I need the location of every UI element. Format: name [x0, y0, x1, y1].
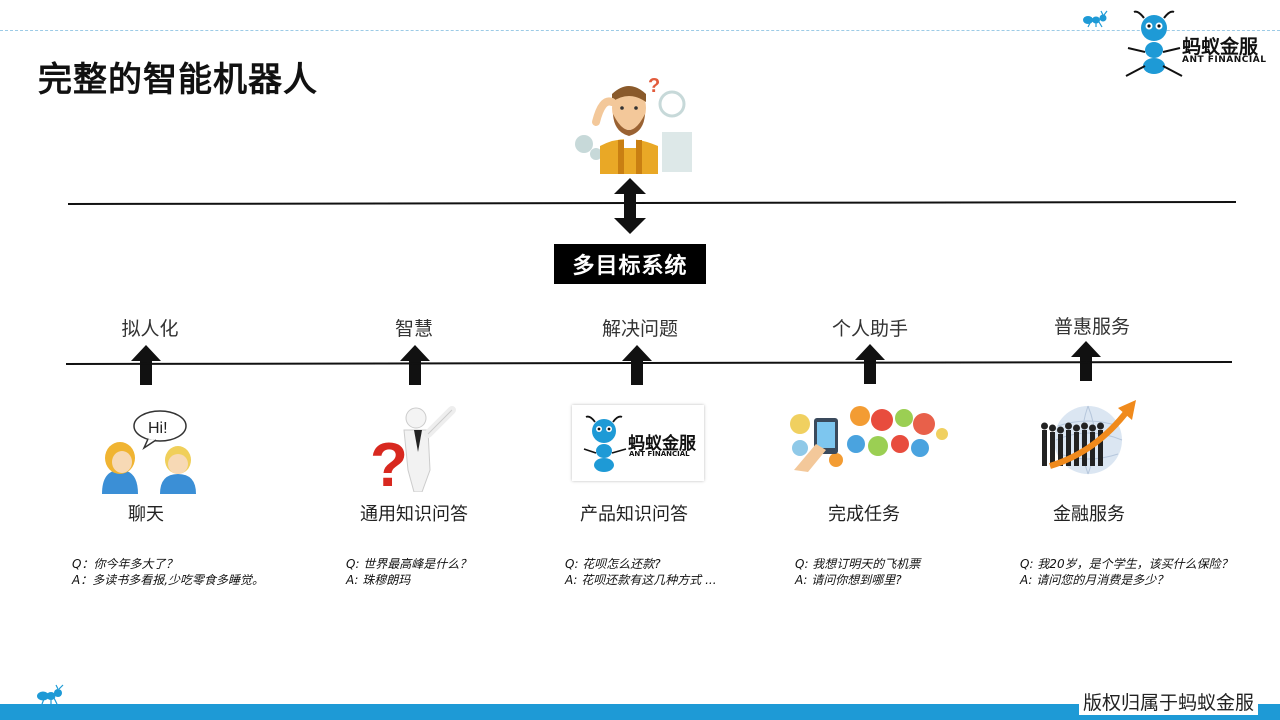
question-figure-icon: ?	[370, 400, 466, 500]
ant-mascot-small-icon	[1082, 10, 1108, 32]
qa-answer: A: 请问你想到哪里?	[795, 573, 902, 587]
copyright-text: 版权归属于蚂蚁金服	[1078, 688, 1258, 715]
capability-label-5: 普惠服务	[1053, 316, 1130, 338]
double-arrow-icon	[612, 178, 648, 238]
logo-en-text: ANT FINANCIAL	[1182, 55, 1267, 65]
task-apps-icon	[786, 404, 948, 476]
qa-question: Q: 世界最高峰是什么？	[346, 557, 472, 571]
qa-answer: A：多读书多看报,少吃零食多睡觉。	[72, 573, 265, 587]
chat-people-icon: Hi!	[98, 408, 202, 498]
hi-bubble-text: Hi!	[148, 420, 168, 437]
ant-financial-logo	[1120, 8, 1270, 80]
logo-cn-text: 蚂蚁金服	[1182, 36, 1259, 58]
thinking-man-illustration: ?	[566, 74, 696, 178]
multi-target-system-box: 多目标系统	[554, 244, 706, 284]
module-label-chat: 聊天	[128, 504, 164, 525]
finance-growth-icon	[1036, 396, 1142, 480]
up-arrow-icon	[400, 345, 430, 389]
footer-bar	[0, 704, 1280, 720]
svg-text:?: ?	[648, 75, 660, 97]
qa-question: Q：你今年多大了？	[72, 557, 178, 571]
qa-question: Q: 我想订明天的飞机票	[795, 557, 921, 571]
upper-divider-line	[67, 200, 1237, 206]
top-dashed-line	[0, 30, 1280, 31]
ant-financial-logo-card: 蚂蚁金服 ANT FINANCIAL	[572, 405, 704, 481]
qa-product: Q: 花呗怎么还款? A: 花呗还款有这几种方式 ...	[565, 556, 795, 588]
module-label-general-qa: 通用知识问答	[360, 504, 468, 525]
capability-label-2: 智慧	[394, 318, 433, 340]
slide-title: 完整的智能机器人	[38, 60, 318, 100]
qa-finance: Q: 我20岁，是个学生，该买什么保险？ A: 请问您的月消费是多少？	[1020, 556, 1235, 588]
qa-question: Q: 花呗怎么还款?	[565, 557, 661, 571]
up-arrow-icon	[855, 344, 885, 388]
qa-chat: Q：你今年多大了？ A：多读书多看报,少吃零食多睡觉。	[72, 556, 302, 588]
up-arrow-icon	[622, 345, 652, 389]
module-label-product-qa: 产品知识问答	[580, 504, 688, 525]
qa-tasks: Q: 我想订明天的飞机票 A: 请问你想到哪里?	[795, 556, 1025, 588]
svg-text:?: ?	[370, 431, 408, 492]
capability-label-4: 个人助手	[831, 318, 908, 340]
card-logo-cn: 蚂蚁金服	[628, 434, 696, 454]
qa-general: Q: 世界最高峰是什么？ A: 珠穆朗玛	[346, 556, 576, 588]
module-label-tasks: 完成任务	[828, 504, 900, 525]
qa-answer: A: 珠穆朗玛	[346, 573, 411, 587]
qa-question: Q: 我20岁，是个学生，该买什么保险？	[1020, 557, 1233, 571]
capability-label-1: 拟人化	[121, 318, 179, 340]
module-label-finance: 金融服务	[1053, 504, 1125, 525]
card-logo-en: ANT FINANCIAL	[629, 450, 690, 458]
ant-mascot-footer-icon	[36, 684, 64, 708]
qa-answer: A: 花呗还款有这几种方式 ...	[565, 573, 717, 587]
qa-answer: A: 请问您的月消费是多少？	[1020, 573, 1169, 587]
up-arrow-icon	[131, 345, 161, 389]
capability-label-3: 解决问题	[601, 318, 678, 340]
